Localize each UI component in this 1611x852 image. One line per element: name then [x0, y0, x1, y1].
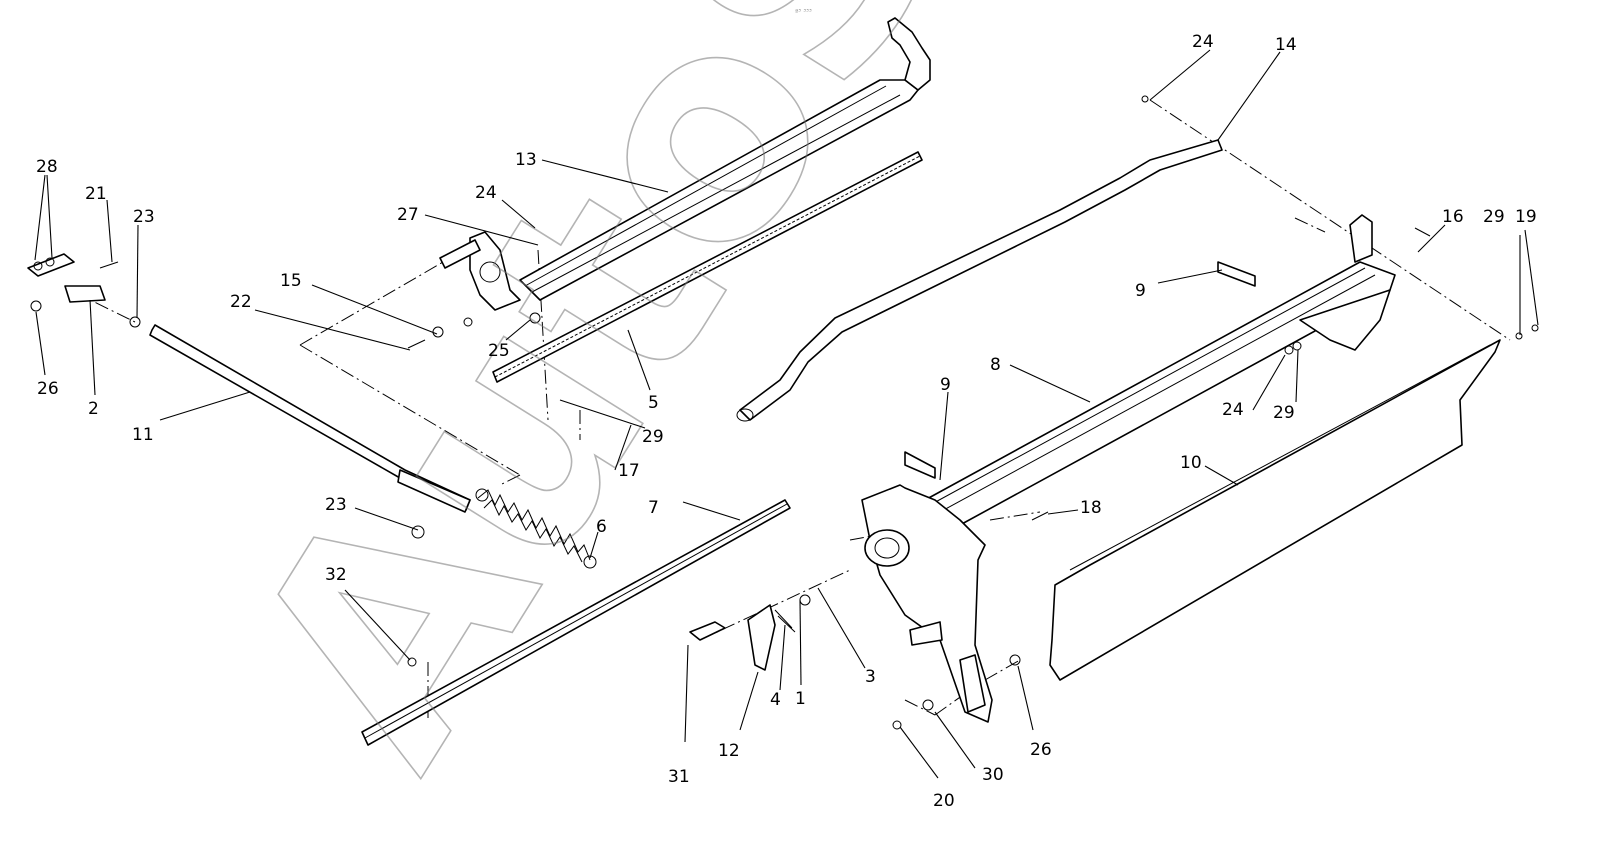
part-6-spring [475, 488, 597, 569]
callout-32: 32 [325, 565, 347, 585]
callout-4: 4 [770, 690, 781, 710]
callout-2: 2 [88, 399, 99, 419]
part-7-lower-strip [361, 499, 791, 746]
callout-7: 7 [648, 498, 659, 518]
callout-3: 3 [865, 667, 876, 687]
part-14-curved-rod [736, 139, 1223, 422]
callout-26-right: 26 [1030, 740, 1052, 760]
corner-mark: ª³ ³³³ [795, 8, 812, 16]
callout-19: 19 [1515, 207, 1537, 227]
part-5-serrated-strip [492, 151, 923, 383]
callout-26-left: 26 [37, 379, 59, 399]
callout-21: 21 [85, 184, 107, 204]
callout-24-right: 24 [1222, 400, 1244, 420]
callout-31: 31 [668, 767, 690, 787]
callout-29-right: 29 [1483, 207, 1505, 227]
callout-20: 20 [933, 791, 955, 811]
callout-30: 30 [982, 765, 1004, 785]
callout-24-top: 24 [1192, 32, 1214, 52]
callout-22: 22 [230, 292, 252, 312]
callout-23-upper: 23 [133, 207, 155, 227]
callout-6: 6 [596, 517, 607, 537]
leader-lines [34, 49, 1539, 779]
callout-27: 27 [397, 205, 419, 225]
callout-29-mid: 29 [1273, 403, 1295, 423]
callout-25: 25 [488, 341, 510, 361]
callout-14: 14 [1275, 35, 1297, 55]
callout-16: 16 [1442, 207, 1464, 227]
callout-11: 11 [132, 425, 154, 445]
side-bracket-assembly [861, 484, 993, 723]
callout-10: 10 [1180, 453, 1202, 473]
callout-9-upper: 9 [1135, 281, 1146, 301]
callout-15: 15 [280, 271, 302, 291]
callout-1: 1 [795, 689, 806, 709]
callout-18: 18 [1080, 498, 1102, 518]
hardware [27, 95, 1539, 730]
callout-8: 8 [990, 355, 1001, 375]
part-13-upper-channel [439, 17, 931, 311]
part-10-panel [1049, 339, 1501, 681]
callout-23-lower: 23 [325, 495, 347, 515]
callout-5: 5 [648, 393, 659, 413]
callout-12: 12 [718, 741, 740, 761]
callout-28: 28 [36, 157, 58, 177]
part-11-rod [149, 324, 471, 513]
callout-29-left: 29 [642, 427, 664, 447]
callout-numbers: 1 2 3 4 5 6 7 8 9 9 10 11 12 13 14 15 16… [36, 32, 1537, 811]
callout-13: 13 [515, 150, 537, 170]
callout-9-lower: 9 [940, 375, 951, 395]
callout-24-left: 24 [475, 183, 497, 203]
callout-17: 17 [618, 461, 640, 481]
